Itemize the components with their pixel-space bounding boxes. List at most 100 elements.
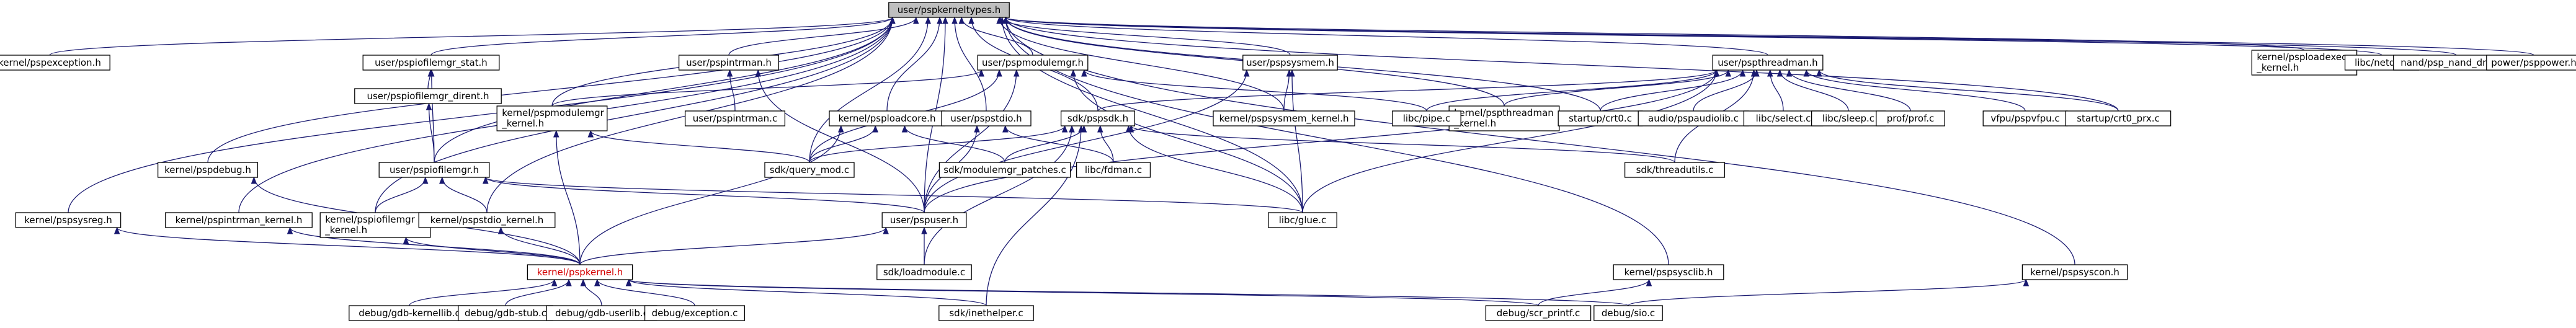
node-gdb-stub[interactable]: debug/gdb-stub.c — [458, 305, 553, 321]
node-label: kernel/pspmodulemgr — [502, 107, 604, 118]
node-pipe[interactable]: libc/pipe.c — [1392, 110, 1461, 126]
edge-threadutils-to-pspsdk — [1128, 125, 1675, 163]
node-pspiofilemgr-dirent[interactable]: user/pspiofilemgr_dirent.h — [354, 88, 502, 104]
edge-line — [1005, 17, 2305, 51]
edge-pspiofilemgr-to-pspiofilemgr-stat — [429, 69, 435, 163]
node-pspsysmem[interactable]: user/pspsysmem.h — [1242, 55, 1338, 71]
node-pspkerneltypes[interactable]: user/pspkerneltypes.h — [888, 2, 1010, 18]
node-box — [1613, 264, 1724, 280]
node-box — [527, 264, 633, 280]
node-query-mod[interactable]: sdk/query_mod.c — [764, 162, 855, 178]
node-exception[interactable]: debug/exception.c — [644, 305, 746, 321]
node-pspsysclib[interactable]: kernel/pspsysclib.h — [1613, 264, 1724, 280]
node-fdman[interactable]: libc/fdman.c — [1076, 162, 1151, 178]
node-box — [1624, 162, 1726, 178]
node-pspkernel[interactable]: kernel/pspkernel.h — [527, 264, 633, 280]
node-threadutils[interactable]: sdk/threadutils.c — [1624, 162, 1726, 178]
arrowhead — [968, 16, 974, 24]
node-label: user/pspstdio.h — [950, 113, 1022, 124]
node-pspintrman-user[interactable]: user/pspintrman.c — [684, 110, 786, 126]
edge-line — [924, 125, 1072, 265]
arrowhead — [937, 16, 943, 24]
edge-psploadexec-to-pspkerneltypes — [1002, 16, 2305, 51]
node-label: user/pspmodulemgr.h — [982, 57, 1084, 68]
node-pspsdk[interactable]: sdk/pspsdk.h — [1060, 110, 1136, 126]
node-box — [764, 162, 855, 178]
node-label: user/pspkerneltypes.h — [898, 4, 1001, 16]
node-box — [2021, 264, 2128, 280]
node-pspstdio[interactable]: user/pspstdio.h — [941, 110, 1032, 126]
node-box — [418, 212, 556, 228]
node-pspmodulemgr[interactable]: user/pspmodulemgr.h — [977, 55, 1089, 71]
node-pspdebug[interactable]: kernel/pspdebug.h — [157, 162, 259, 178]
node-pspsyscon[interactable]: kernel/pspsyscon.h — [2021, 264, 2128, 280]
node-pspintrman-kernel[interactable]: kernel/pspintrman_kernel.h — [165, 212, 313, 228]
edge-line — [1097, 69, 1717, 112]
node-psploadexec[interactable]: kernel/psploadexec_kernel.h — [2251, 50, 2358, 76]
node-loadmodule[interactable]: sdk/loadmodule.c — [876, 264, 972, 280]
edge-psppower-to-pspkerneltypes — [1002, 16, 2534, 56]
node-box — [1593, 305, 1663, 321]
node-pspiofilemgr-stat[interactable]: user/pspiofilemgr_stat.h — [362, 55, 500, 71]
node-label: audio/pspaudiolib.c — [1648, 113, 1739, 124]
node-label: kernel/psploadcore.h — [839, 113, 936, 124]
node-sio[interactable]: debug/sio.c — [1593, 305, 1663, 321]
node-pspsysmem-kernel[interactable]: kernel/pspsysmem_kernel.h — [1213, 110, 1355, 126]
edge-pspiofilemgr-to-pspiofilemgr-dirent — [426, 102, 435, 163]
node-crt0[interactable]: startup/crt0.c — [1558, 110, 1643, 126]
node-label: sdk/threadutils.c — [1636, 164, 1714, 175]
edge-line — [1628, 279, 2027, 306]
node-box — [1213, 110, 1355, 126]
edge-line — [628, 279, 1629, 306]
node-label: sdk/modulemgr_patches.c — [943, 164, 1066, 176]
node-pspstdio-kernel[interactable]: kernel/pspstdio_kernel.h — [418, 212, 556, 228]
node-pspiofilemgr[interactable]: user/pspiofilemgr.h — [378, 162, 490, 178]
node-psploadcore[interactable]: kernel/psploadcore.h — [829, 110, 945, 126]
node-scr-printf[interactable]: debug/scr_printf.c — [1485, 305, 1592, 321]
node-sleep[interactable]: libc/sleep.c — [1811, 110, 1886, 126]
node-select[interactable]: libc/select.c — [1743, 110, 1824, 126]
edge-line — [1291, 69, 1303, 213]
node-label: kernel/pspdebug.h — [164, 164, 251, 175]
node-box — [888, 2, 1010, 18]
node-pspmodulemgr-kernel[interactable]: kernel/pspmodulemgr_kernel.h — [496, 105, 608, 131]
arrowhead — [566, 278, 572, 286]
node-label: power/psppower.h — [2491, 57, 2576, 68]
arrowhead — [921, 226, 927, 234]
edge-pspuser-to-pspintrman — [755, 69, 925, 213]
edge-line — [1005, 17, 2534, 56]
node-box — [354, 88, 502, 104]
edge-pspsdk-to-pspthreadman — [1097, 69, 1719, 112]
node-box — [458, 305, 553, 321]
node-pspthreadman-kernel[interactable]: kernel/pspthreadman_kernel.h — [1448, 105, 1560, 131]
node-label: _kernel.h — [2256, 62, 2299, 74]
node-label: kernel/pspintrman_kernel.h — [176, 215, 303, 226]
node-pspiofilemgr-kernel[interactable]: kernel/pspiofilemgr_kernel.h — [319, 212, 431, 238]
node-crt0-prx[interactable]: startup/crt0_prx.c — [2065, 110, 2172, 126]
arrowhead — [553, 130, 559, 138]
node-pspthreadman[interactable]: user/pspthreadman.h — [1712, 55, 1824, 71]
node-prof[interactable]: prof/prof.c — [1876, 110, 1945, 126]
node-label: user/pspiofilemgr_stat.h — [375, 57, 488, 69]
node-pspintrman[interactable]: user/pspintrman.h — [678, 55, 780, 71]
edge-line — [375, 177, 426, 213]
node-gdb-userlib[interactable]: debug/gdb-userlib.c — [546, 305, 657, 321]
node-pspuser[interactable]: user/pspuser.h — [881, 212, 967, 228]
node-box — [678, 55, 780, 71]
node-label: user/pspthreadman.h — [1718, 57, 1817, 68]
node-glue[interactable]: libc/glue.c — [1268, 212, 1337, 228]
arrowhead — [889, 16, 896, 24]
node-pspsysreg[interactable]: kernel/pspsysreg.h — [15, 212, 122, 228]
node-gdb-kernellib[interactable]: debug/gdb-kernellib.c — [349, 305, 470, 321]
node-label: kernel/psploadexec — [2257, 51, 2346, 63]
node-psppower[interactable]: power/psppower.h — [2486, 55, 2576, 71]
node-pspvfpu[interactable]: vfpu/pspvfpu.c — [1982, 110, 2068, 126]
node-modulemgr-patches[interactable]: sdk/modulemgr_patches.c — [938, 162, 1071, 178]
arrowhead — [580, 278, 586, 286]
node-label: user/pspiofilemgr_dirent.h — [367, 91, 489, 102]
edge-line — [1128, 125, 1303, 213]
node-pspexception[interactable]: kernel/pspexception.h — [0, 55, 110, 71]
node-pspaudiolib[interactable]: audio/pspaudiolib.c — [1638, 110, 1749, 126]
arrowhead — [587, 130, 594, 138]
node-inethelper[interactable]: sdk/inethelper.c — [938, 305, 1034, 321]
